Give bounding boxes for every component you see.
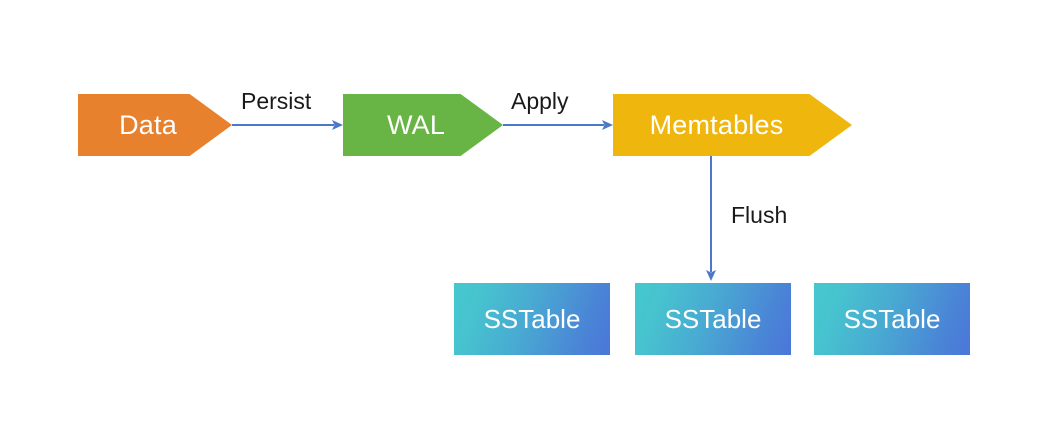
- node-memtables[interactable]: Memtables: [613, 94, 852, 156]
- edge-label-persist: Persist: [241, 88, 312, 114]
- edge-data-to-wal-arrow: [232, 120, 343, 130]
- node-sstable-1-label: SSTable: [483, 304, 581, 334]
- edge-wal-to-memtables-arrow: [503, 120, 613, 130]
- node-sstable-3-label: SSTable: [843, 304, 941, 334]
- edge-memtables-to-sstable-arrow: [706, 156, 716, 281]
- node-sstable-2[interactable]: SSTable: [635, 283, 791, 355]
- node-data-label: Data: [119, 109, 177, 140]
- node-wal[interactable]: WAL: [343, 94, 503, 156]
- node-sstable-3[interactable]: SSTable: [814, 283, 970, 355]
- edge-label-apply: Apply: [511, 88, 569, 114]
- edge-label-flush: Flush: [731, 202, 788, 228]
- node-memtables-label: Memtables: [649, 109, 784, 140]
- node-data[interactable]: Data: [78, 94, 232, 156]
- node-wal-label: WAL: [386, 109, 446, 140]
- node-sstable-1[interactable]: SSTable: [454, 283, 610, 355]
- node-sstable-2-label: SSTable: [664, 304, 762, 334]
